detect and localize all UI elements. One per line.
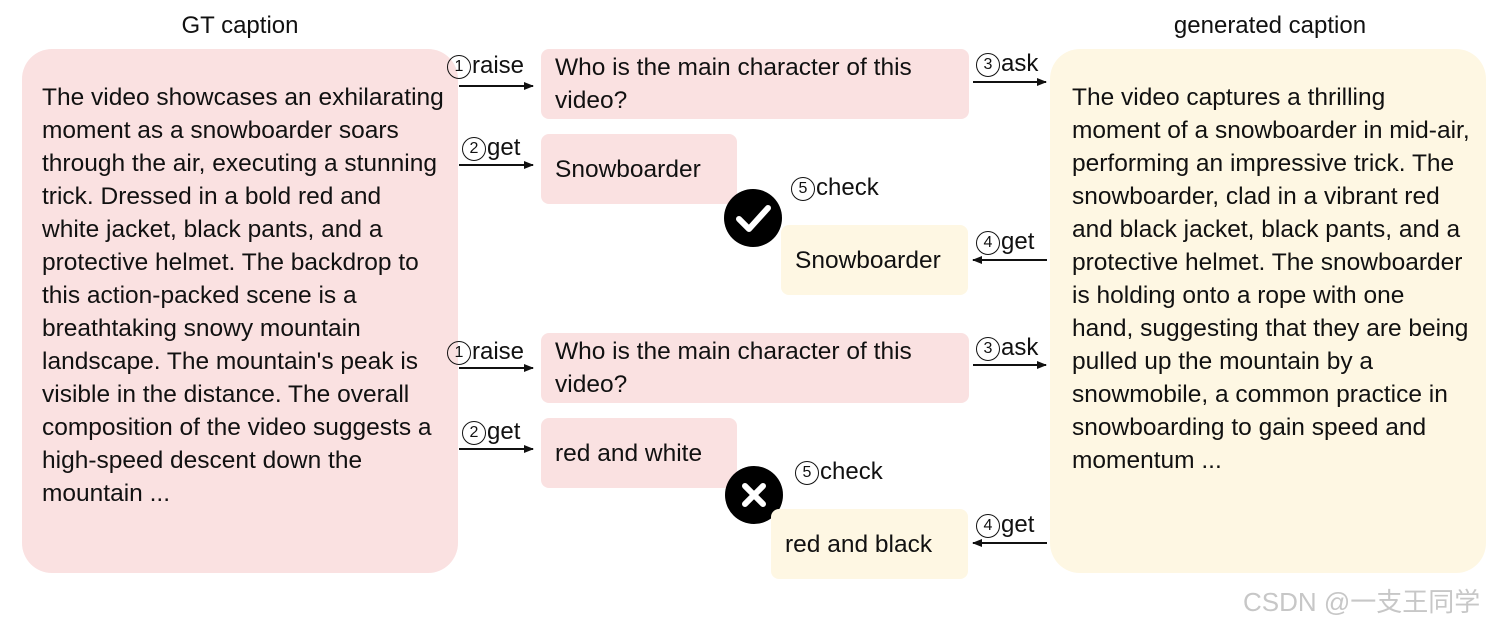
question-text: Who is the main character of this video? [555,338,912,398]
step-number: 5 [791,177,815,201]
check-mark-icon [724,189,782,247]
step-label: ask [1001,334,1039,361]
step-label: check [816,174,879,201]
gt-answer-box-1: Snowboarder [541,134,737,204]
step-number: 5 [795,461,819,485]
step-number: 1 [447,55,471,79]
generated-caption-box: The video captures a thrilling moment of… [1050,49,1486,573]
step-number: 3 [976,337,1000,361]
step-number: 2 [462,421,486,445]
generated-caption-text: The video captures a thrilling moment of… [1072,84,1470,474]
gen-answer-box-1: Snowboarder [781,225,968,295]
step-label: get [487,134,521,161]
step-number: 1 [447,341,471,365]
step-label: get [487,418,521,445]
step-label: raise [472,338,525,365]
gt-answer-text: red and white [555,439,703,467]
step-number: 4 [976,514,1000,538]
gen-answer-text: Snowboarder [795,246,941,274]
step-label: check [820,458,883,485]
generated-caption-heading: generated caption [1173,12,1367,39]
question-box-1: Who is the main character of this video? [541,49,969,119]
gt-caption-box: The video showcases an exhilarating mome… [22,49,458,573]
step-label: raise [472,52,525,79]
gt-answer-text: Snowboarder [555,155,701,183]
step-number: 2 [462,137,486,161]
watermark-text: CSDN @一支王同学 [1243,587,1481,617]
question-text: Who is the main character of this video? [555,54,912,114]
gen-answer-text: red and black [785,530,933,558]
step-label: get [1001,511,1035,538]
step-number: 3 [976,53,1000,77]
gen-answer-box-2: red and black [771,509,968,579]
question-box-2: Who is the main character of this video? [541,333,969,403]
gt-caption-heading: GT caption [181,12,299,39]
step-label: get [1001,228,1035,255]
step-number: 4 [976,231,1000,255]
step-label: ask [1001,50,1039,77]
gt-answer-box-2: red and white [541,418,737,488]
gt-caption-text: The video showcases an exhilarating mome… [42,84,444,507]
